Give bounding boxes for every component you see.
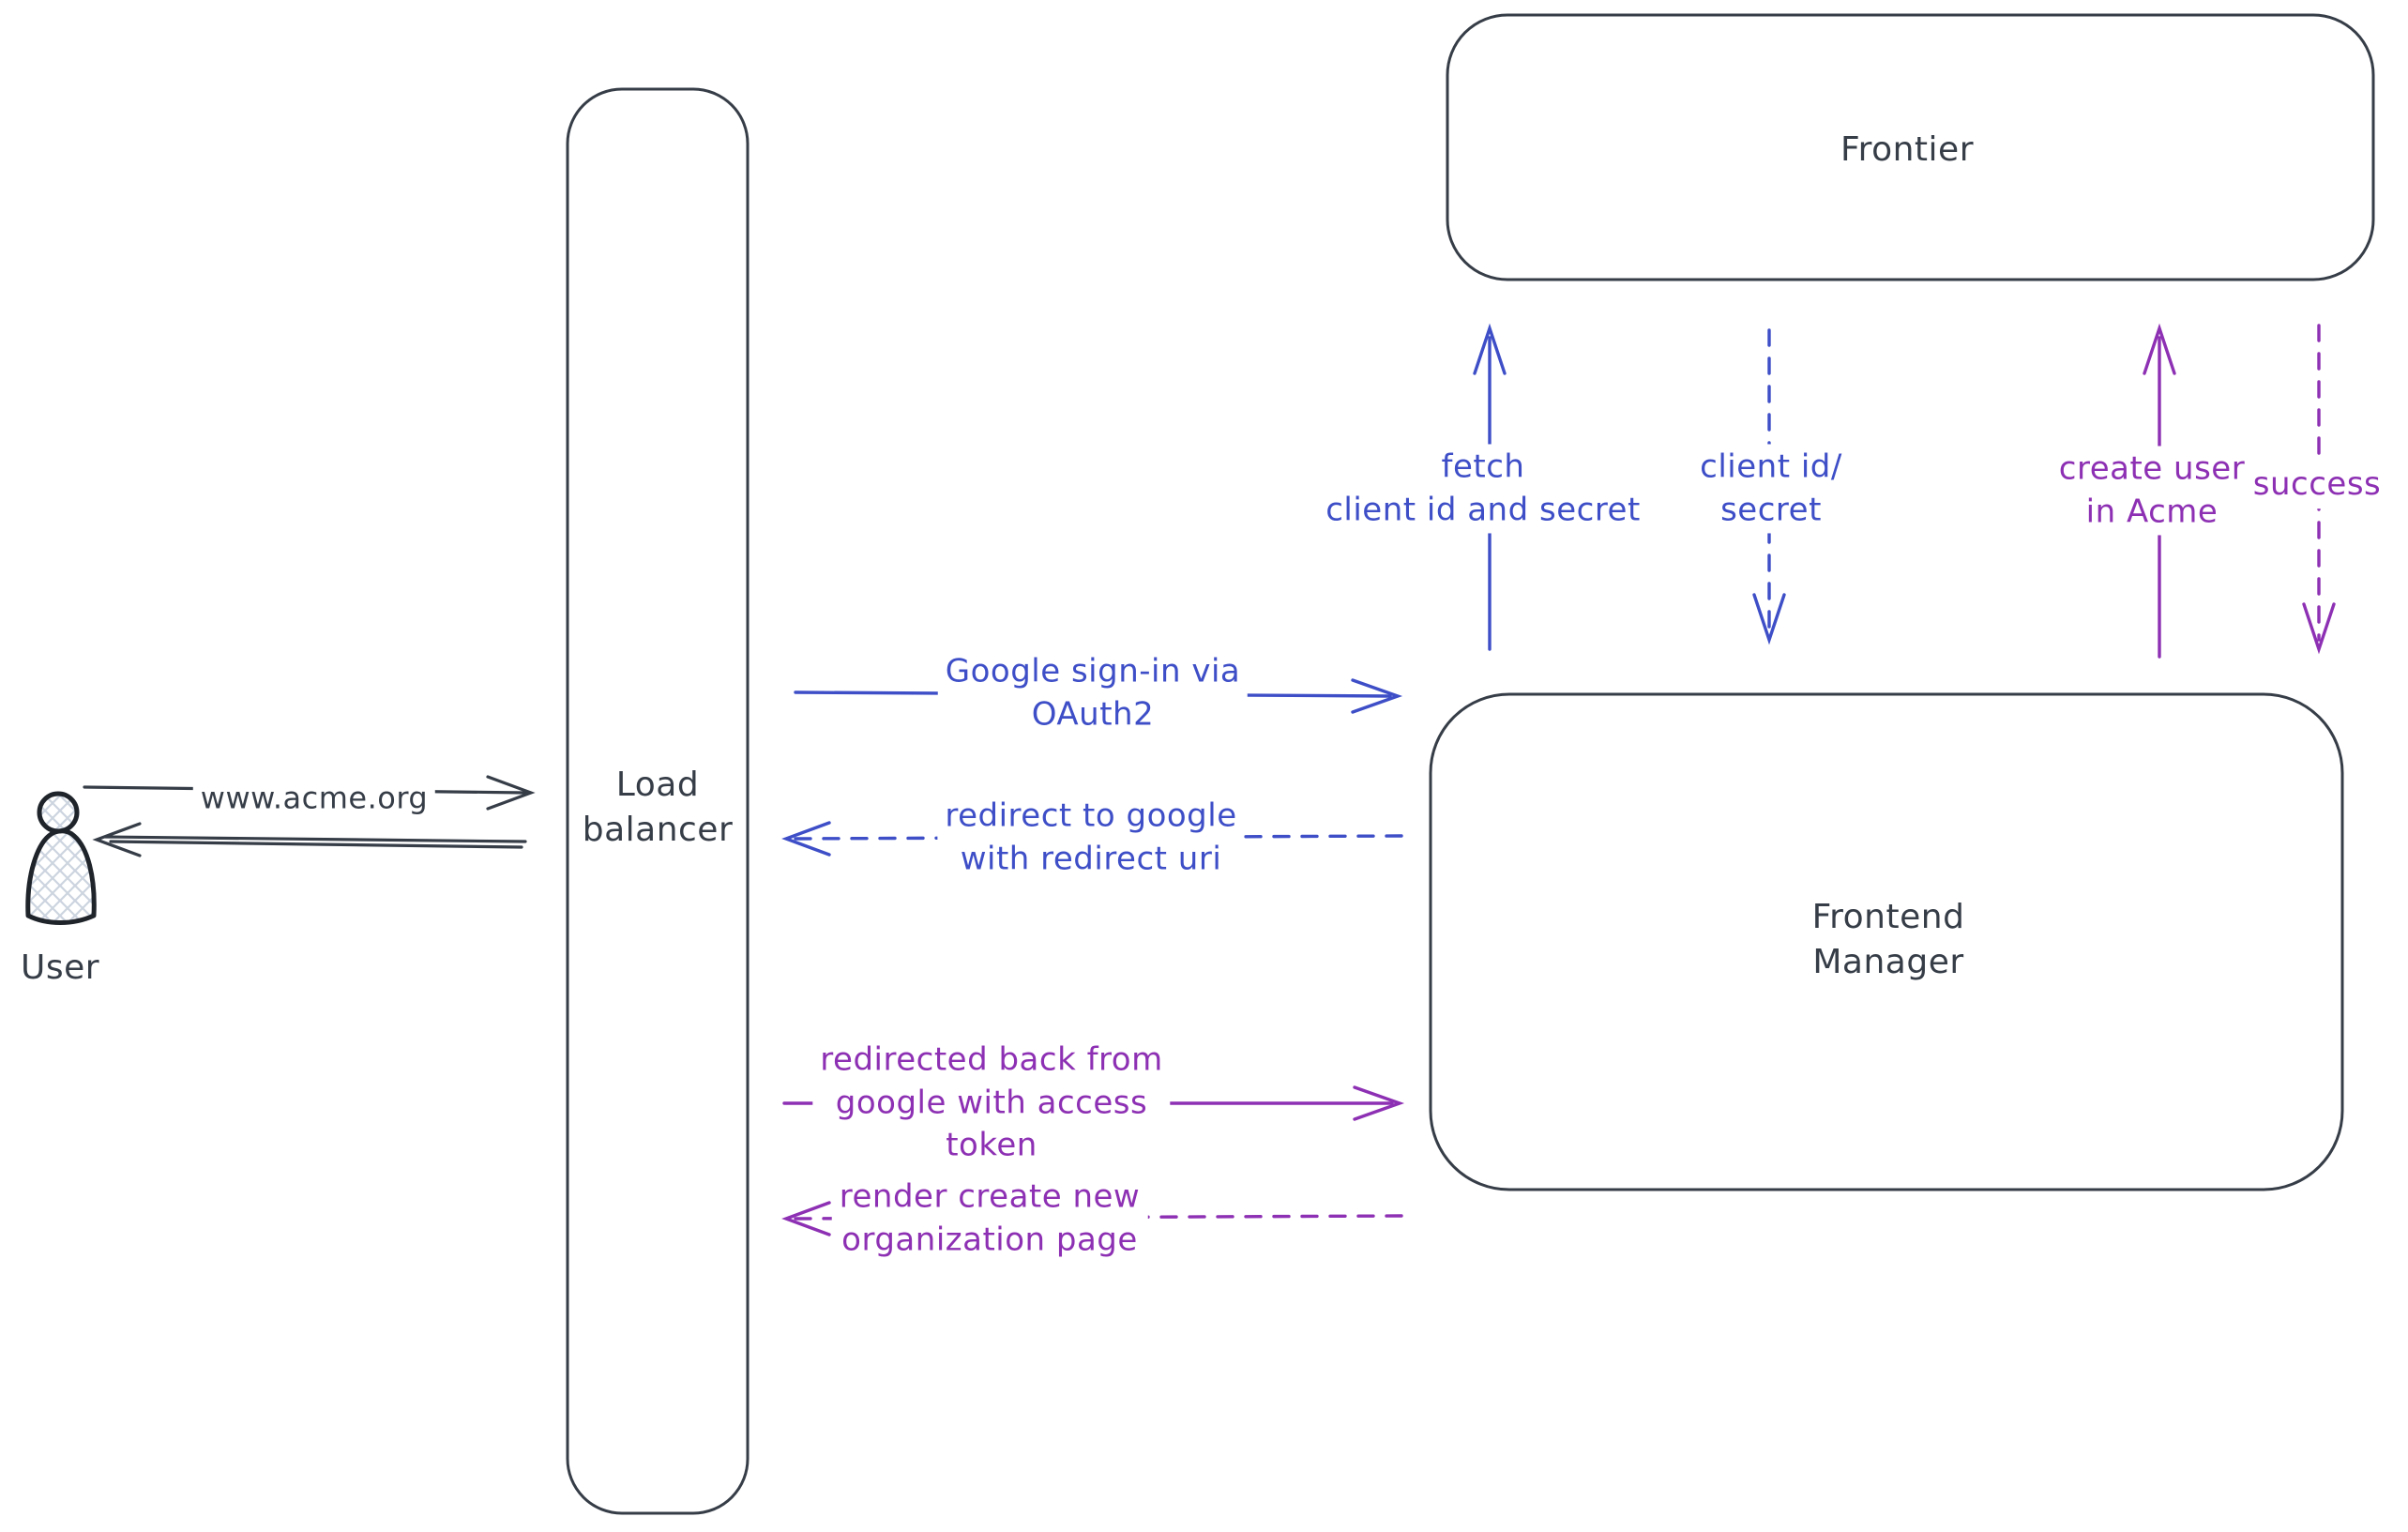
edge-lb-return — [92, 822, 527, 857]
edge-render-create-label: render create new organization page — [831, 1174, 1148, 1264]
person-icon — [25, 791, 97, 925]
edge-fetch-client-label: fetch client id and secret — [1318, 444, 1648, 534]
node-load-balancer-label: Load balancer — [582, 765, 734, 849]
edge-redirected-back-label: redirected back from google with access … — [812, 1037, 1171, 1170]
edge-create-user-label: create user in Acme — [2051, 446, 2253, 536]
node-frontier-box — [1446, 13, 2375, 281]
user-label: User — [20, 948, 100, 987]
node-load-balancer-box — [566, 87, 750, 1515]
node-frontend-manager-label: Frontend Manager — [1811, 897, 1965, 981]
edge-redirect-google — [781, 821, 1403, 857]
node-frontier-label: Frontier — [1840, 129, 1975, 169]
edge-acme-label: www.acme.org — [192, 776, 436, 821]
edge-client-id-secret-label: client id/ secret — [1692, 444, 1850, 534]
edge-google-signin-label: Google sign-in via OAuth2 — [937, 648, 1249, 738]
node-frontend-manager-box — [1429, 692, 2344, 1191]
person-head — [37, 791, 80, 834]
edge-success-label: success — [2245, 462, 2389, 508]
edge-redirect-google-label: redirect to google with redirect uri — [937, 793, 1245, 883]
person-body — [25, 828, 97, 925]
